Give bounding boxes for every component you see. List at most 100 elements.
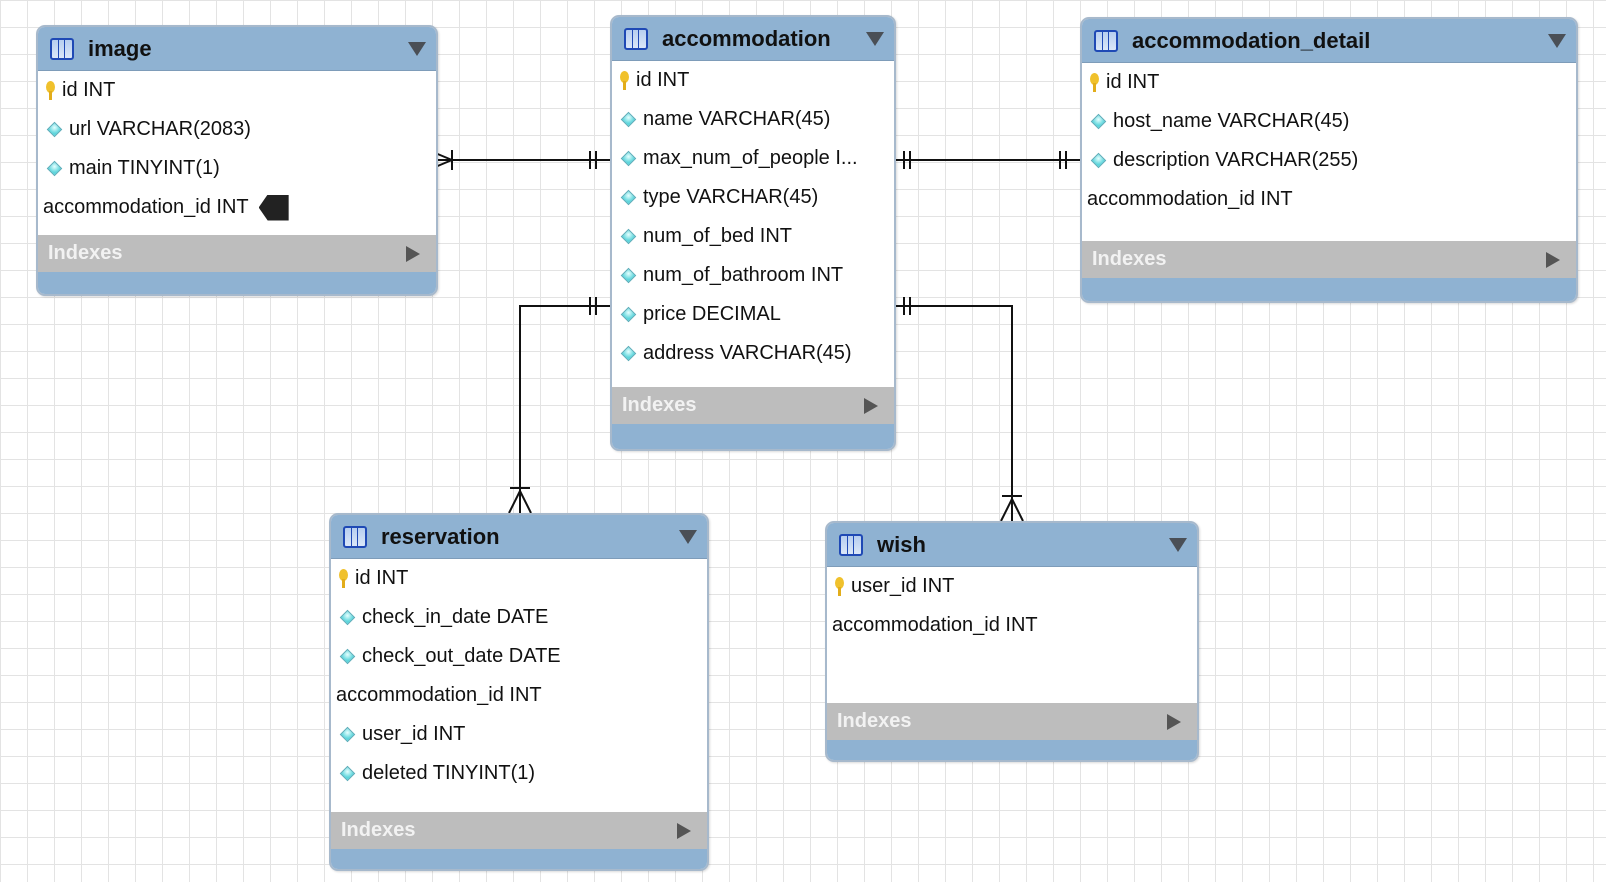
dropdown-arrow-icon[interactable] bbox=[866, 31, 884, 46]
column-label: description VARCHAR(255) bbox=[1113, 149, 1359, 171]
column-row[interactable]: main TINYINT(1) bbox=[38, 149, 436, 188]
table-name: wish bbox=[877, 531, 926, 557]
column-label: price DECIMAL bbox=[643, 303, 781, 325]
column-diamond-icon bbox=[620, 345, 637, 362]
column-diamond-icon bbox=[339, 765, 356, 782]
relationship-image-accommodation[interactable] bbox=[427, 149, 610, 171]
column-diamond-icon bbox=[620, 189, 637, 206]
column-row[interactable]: name VARCHAR(45) bbox=[612, 100, 894, 139]
column-label: num_of_bed INT bbox=[643, 225, 792, 247]
table-icon bbox=[50, 37, 74, 60]
dropdown-arrow-icon[interactable] bbox=[1548, 33, 1566, 48]
indexes-label: Indexes bbox=[1092, 248, 1167, 270]
expand-arrow-icon[interactable] bbox=[677, 822, 691, 839]
column-label: accommodation_id INT bbox=[43, 196, 249, 218]
column-row[interactable]: url VARCHAR(2083) bbox=[38, 110, 436, 149]
column-label: accommodation_id INT bbox=[336, 684, 542, 706]
table-wish[interactable]: wish user_id INT accommodation_id INT In… bbox=[825, 521, 1199, 762]
column-diamond-icon bbox=[46, 160, 63, 177]
table-accommodation-detail[interactable]: accommodation_detail id INT host_name VA… bbox=[1080, 17, 1578, 303]
column-row[interactable]: num_of_bathroom INT bbox=[612, 256, 894, 295]
expand-arrow-icon[interactable] bbox=[864, 397, 878, 414]
column-diamond-icon bbox=[46, 121, 63, 138]
table-icon bbox=[343, 525, 367, 548]
table-accommodation[interactable]: accommodation id INT name VARCHAR(45) ma… bbox=[610, 15, 896, 451]
table-image[interactable]: image id INT url VARCHAR(2083) main TINY… bbox=[36, 25, 438, 296]
column-label: address VARCHAR(45) bbox=[643, 342, 852, 364]
column-label: accommodation_id INT bbox=[1087, 188, 1293, 210]
indexes-label: Indexes bbox=[837, 710, 912, 732]
column-label: id INT bbox=[62, 79, 116, 101]
table-footer bbox=[612, 424, 894, 449]
dropdown-arrow-icon[interactable] bbox=[679, 529, 697, 544]
column-row[interactable]: accommodation_id INT bbox=[827, 606, 1197, 645]
indexes-bar[interactable]: Indexes bbox=[827, 703, 1197, 740]
table-name: reservation bbox=[381, 523, 500, 549]
column-row[interactable]: type VARCHAR(45) bbox=[612, 178, 894, 217]
table-icon bbox=[1094, 29, 1118, 52]
column-diamond-icon bbox=[1090, 152, 1107, 169]
table-footer bbox=[827, 740, 1197, 760]
column-row[interactable]: id INT bbox=[38, 71, 436, 110]
dropdown-arrow-icon[interactable] bbox=[1169, 537, 1187, 552]
column-row[interactable]: accommodation_id INT bbox=[331, 676, 707, 715]
table-header[interactable]: reservation bbox=[331, 515, 707, 559]
table-header[interactable]: accommodation bbox=[612, 17, 894, 61]
relationship-accommodation-wish[interactable] bbox=[896, 297, 1024, 522]
column-row[interactable]: accommodation_id INT bbox=[1082, 180, 1576, 219]
column-label: host_name VARCHAR(45) bbox=[1113, 110, 1350, 132]
column-label: name VARCHAR(45) bbox=[643, 108, 831, 130]
column-row[interactable]: user_id INT bbox=[331, 715, 707, 754]
table-icon bbox=[839, 533, 863, 556]
relationship-accommodation-reservation[interactable] bbox=[508, 297, 610, 514]
column-row[interactable]: max_num_of_people I... bbox=[612, 139, 894, 178]
column-label: main TINYINT(1) bbox=[69, 157, 220, 179]
primary-key-icon bbox=[835, 576, 844, 597]
column-label: user_id INT bbox=[362, 723, 466, 745]
indexes-bar[interactable]: Indexes bbox=[38, 235, 436, 272]
column-label: check_out_date DATE bbox=[362, 645, 561, 667]
indexes-bar[interactable]: Indexes bbox=[612, 387, 894, 424]
column-diamond-icon bbox=[620, 267, 637, 284]
dropdown-arrow-icon[interactable] bbox=[408, 41, 426, 56]
column-row[interactable]: id INT bbox=[612, 61, 894, 100]
table-name: accommodation bbox=[662, 25, 831, 51]
relationship-accommodation-detail[interactable] bbox=[896, 151, 1082, 169]
primary-key-icon bbox=[620, 70, 629, 91]
column-row[interactable]: host_name VARCHAR(45) bbox=[1082, 102, 1576, 141]
expand-arrow-icon[interactable] bbox=[1167, 713, 1181, 730]
column-row[interactable]: address VARCHAR(45) bbox=[612, 334, 894, 373]
indexes-label: Indexes bbox=[341, 819, 416, 841]
column-row[interactable]: accommodation_id INT bbox=[38, 188, 436, 227]
table-header[interactable]: image bbox=[38, 27, 436, 71]
column-label: user_id INT bbox=[851, 575, 955, 597]
indexes-bar[interactable]: Indexes bbox=[331, 812, 707, 849]
column-diamond-icon bbox=[620, 228, 637, 245]
column-diamond-icon bbox=[339, 726, 356, 743]
column-row[interactable]: id INT bbox=[331, 559, 707, 598]
indexes-label: Indexes bbox=[622, 394, 697, 416]
column-row[interactable]: user_id INT bbox=[827, 567, 1197, 606]
table-footer bbox=[331, 849, 707, 869]
column-row[interactable]: deleted TINYINT(1) bbox=[331, 754, 707, 793]
column-diamond-icon bbox=[339, 609, 356, 626]
column-row[interactable]: num_of_bed INT bbox=[612, 217, 894, 256]
table-reservation[interactable]: reservation id INT check_in_date DATE ch… bbox=[329, 513, 709, 871]
column-row[interactable]: id INT bbox=[1082, 63, 1576, 102]
column-row[interactable]: check_out_date DATE bbox=[331, 637, 707, 676]
expand-arrow-icon[interactable] bbox=[1546, 251, 1560, 268]
column-diamond-icon bbox=[620, 306, 637, 323]
column-label: id INT bbox=[355, 567, 409, 589]
expand-arrow-icon[interactable] bbox=[406, 245, 420, 262]
table-header[interactable]: wish bbox=[827, 523, 1197, 567]
table-header[interactable]: accommodation_detail bbox=[1082, 19, 1576, 63]
table-icon bbox=[624, 27, 648, 50]
column-row[interactable]: description VARCHAR(255) bbox=[1082, 141, 1576, 180]
column-label: check_in_date DATE bbox=[362, 606, 549, 628]
column-label: accommodation_id INT bbox=[832, 614, 1038, 636]
indexes-bar[interactable]: Indexes bbox=[1082, 241, 1576, 278]
column-row[interactable]: price DECIMAL bbox=[612, 295, 894, 334]
column-label: id INT bbox=[636, 69, 690, 91]
foreign-key-marker-icon bbox=[258, 194, 289, 221]
column-row[interactable]: check_in_date DATE bbox=[331, 598, 707, 637]
